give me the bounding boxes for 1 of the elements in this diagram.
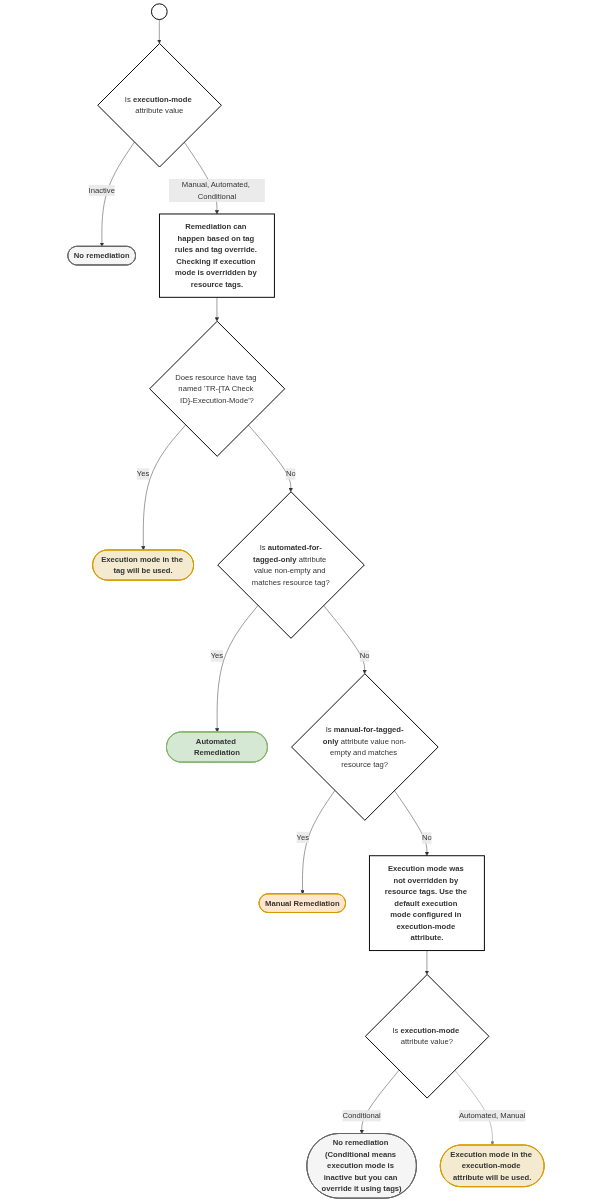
node-circle xyxy=(151,3,168,20)
